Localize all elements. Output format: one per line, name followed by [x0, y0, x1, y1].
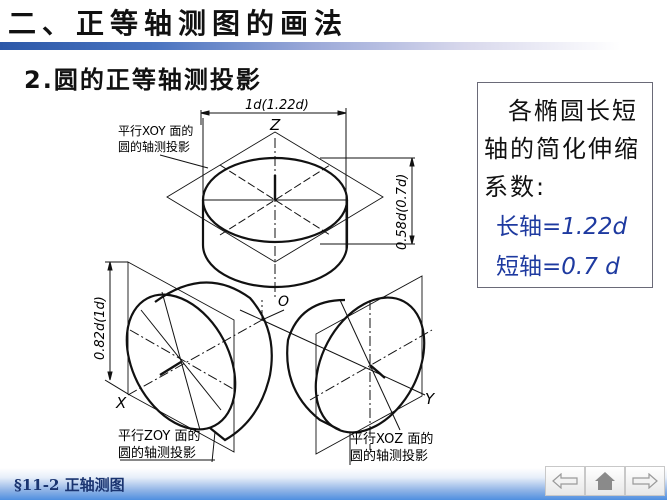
long-axis-value: 1.22d: [561, 214, 628, 240]
note-line-2: 轴的简化伸缩: [484, 135, 640, 163]
title-underline-bar: [0, 42, 620, 50]
slide-navigation: [545, 466, 665, 496]
origin-label: O: [278, 294, 289, 310]
axis-y-label: Y: [425, 390, 436, 408]
top-height-dimension: 0.58d(0.7d): [395, 174, 410, 250]
short-axis-formula: 短轴=0.7 d: [496, 247, 620, 281]
note-line-3: 系数:: [484, 173, 547, 201]
home-icon: [595, 472, 615, 490]
note-line-1: 各椭圆长短: [508, 97, 638, 125]
short-axis-label: 短轴=: [496, 254, 562, 280]
left-height-dimension: 0.82d(1d): [93, 296, 108, 360]
xoy-callout-line2: 圆的轴测投影: [118, 139, 190, 154]
home-button[interactable]: [585, 466, 625, 496]
arrow-right-icon: [632, 473, 658, 489]
previous-slide-button[interactable]: [545, 466, 585, 496]
axis-x-label: X: [115, 394, 127, 412]
coefficient-note-box: 各椭圆长短 轴的简化伸缩 系数: 长轴=1.22d 短轴=0.7 d: [477, 82, 653, 288]
long-axis-formula: 长轴=1.22d: [496, 207, 627, 241]
next-slide-button[interactable]: [625, 466, 665, 496]
xoz-callout-line1: 平行XOZ 面的: [350, 431, 433, 447]
top-width-dimension: 1d(1.22d): [245, 98, 309, 113]
short-axis-value: 0.7 d: [561, 254, 620, 280]
zoy-callout-line1: 平行ZOY 面的: [118, 428, 201, 444]
right-cylinder: [261, 275, 433, 455]
top-cylinder: [166, 108, 415, 300]
arrow-left-icon: [552, 473, 578, 489]
zoy-callout-line2: 圆的轴测投影: [118, 445, 196, 461]
long-axis-label: 长轴=: [496, 214, 562, 240]
section-subtitle: 2.圆的正等轴测投影: [24, 66, 262, 94]
left-cylinder: [104, 261, 273, 453]
axis-z-label: Z: [269, 116, 281, 134]
xoz-callout-line2: 圆的轴测投影: [350, 448, 428, 464]
page-title: 二、正等轴测图的画法: [8, 7, 349, 40]
chapter-label: §11-2 正轴测图: [14, 476, 125, 494]
xoy-callout-line1: 平行XOY 面的: [118, 123, 193, 138]
